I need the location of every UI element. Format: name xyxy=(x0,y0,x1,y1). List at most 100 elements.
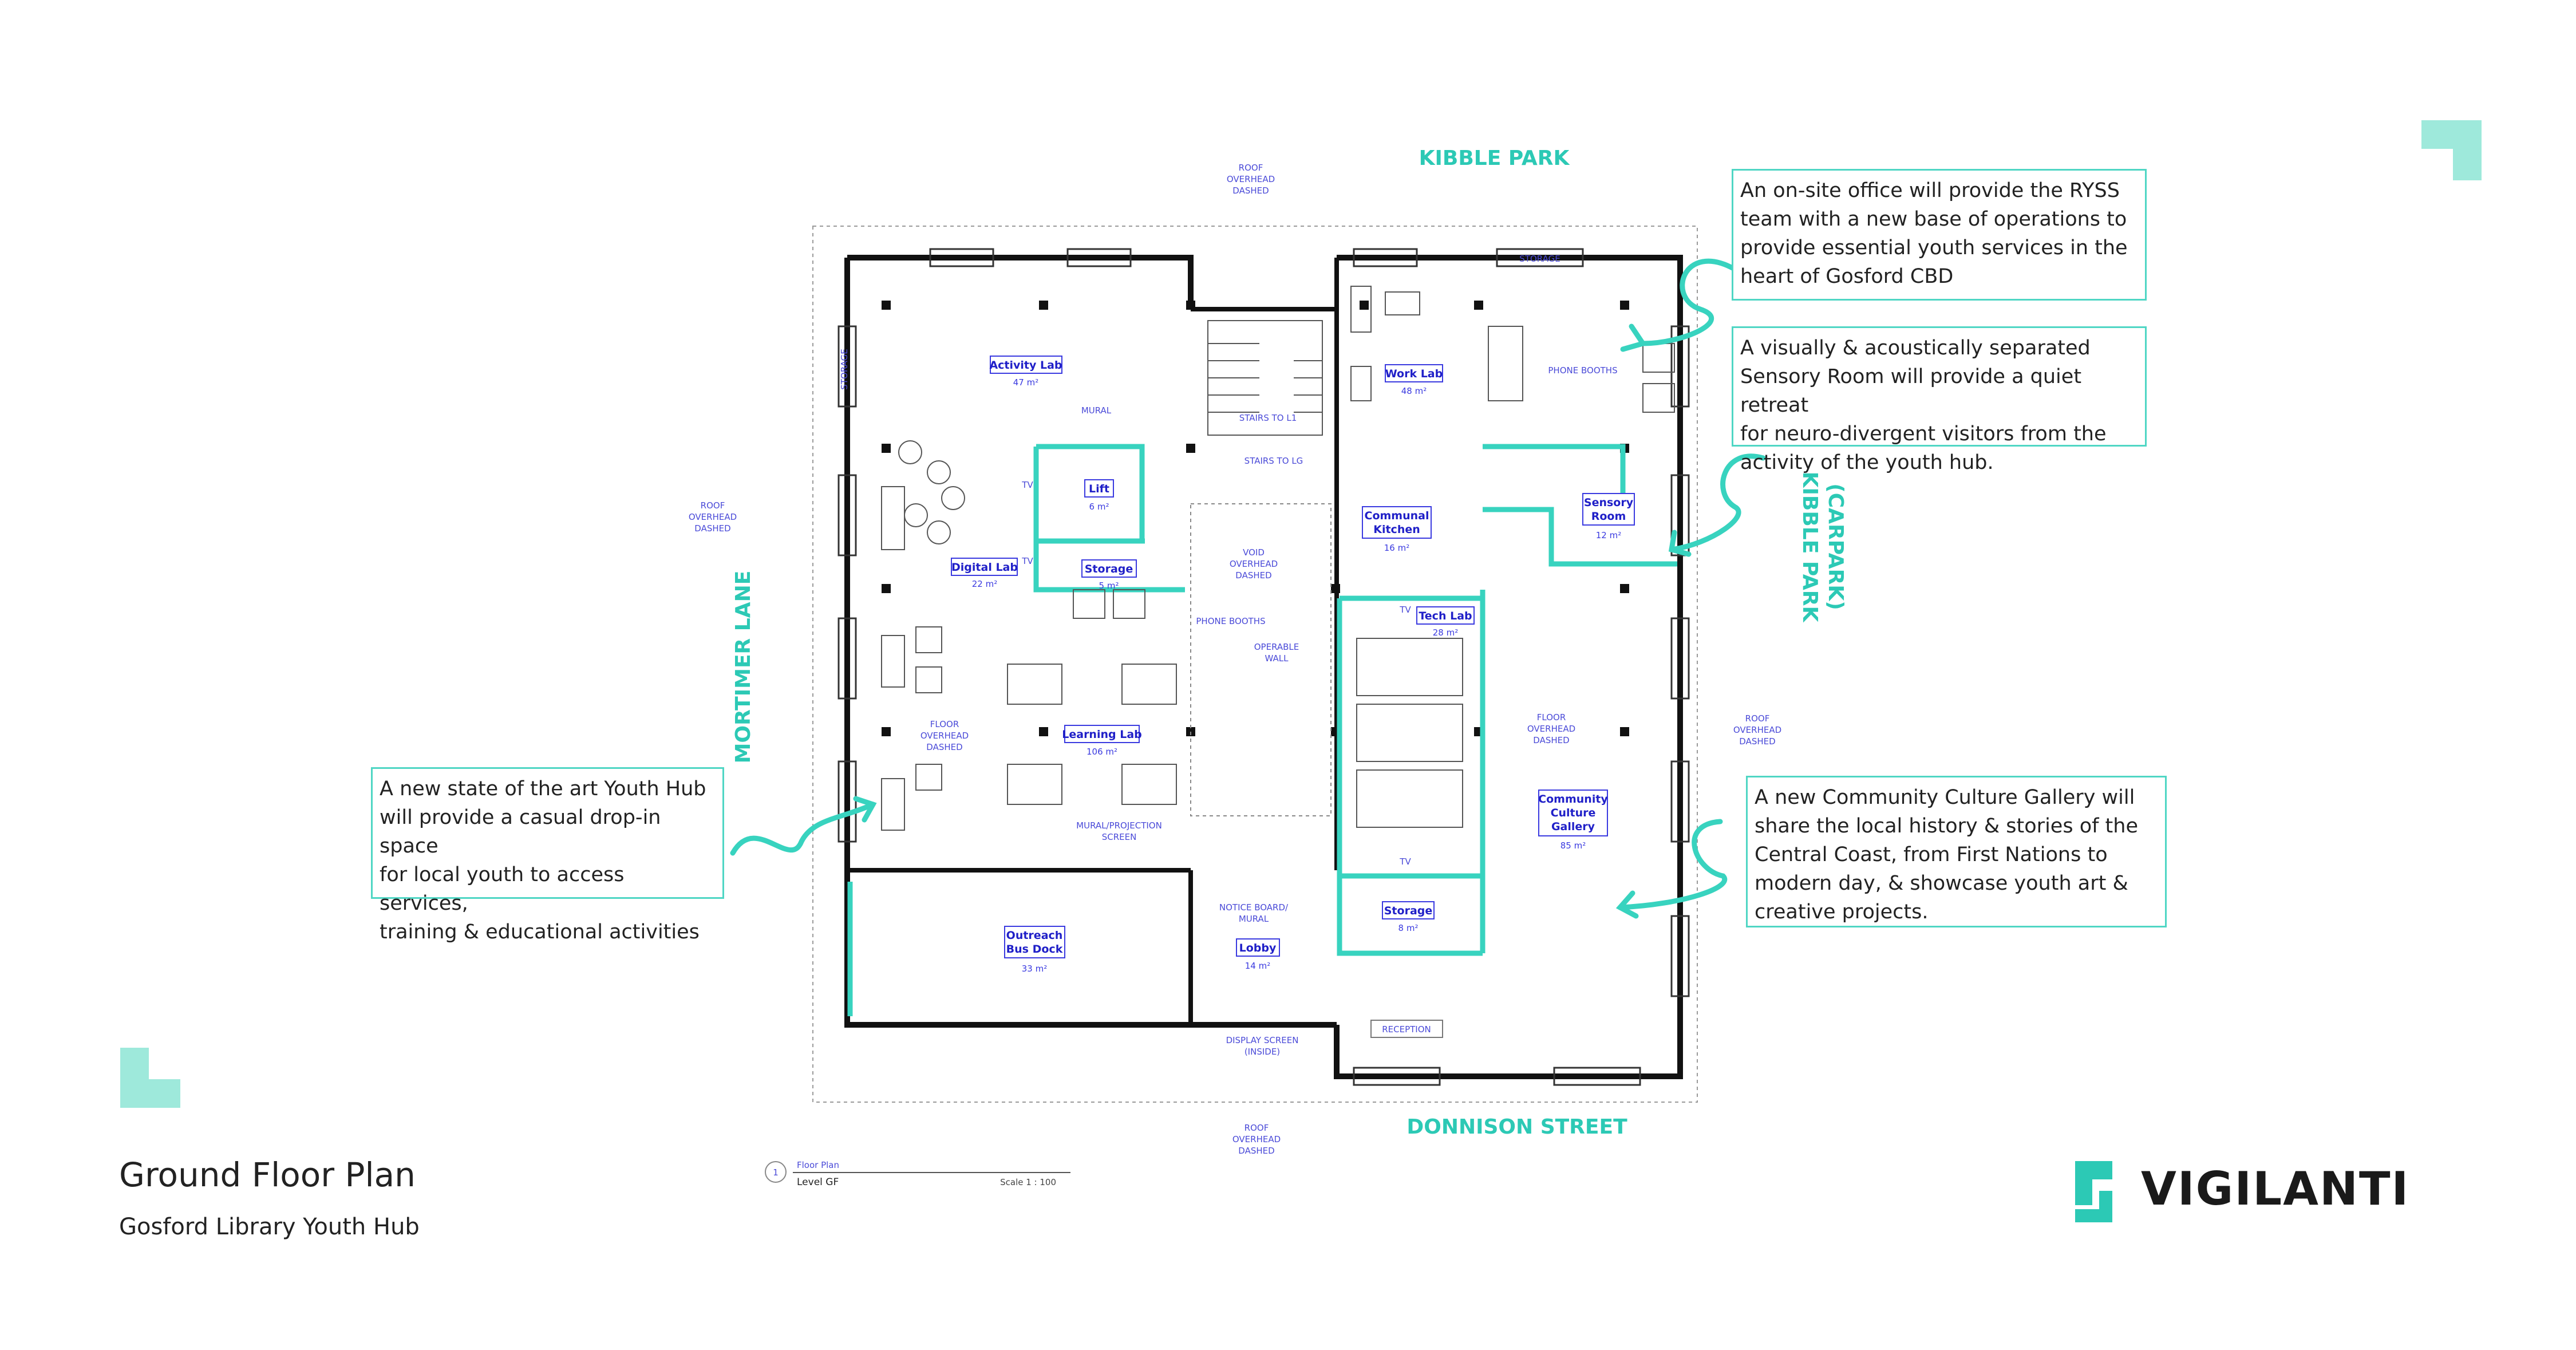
svg-text:DASHED: DASHED xyxy=(694,523,730,534)
room-community-gallery: Community Culture Gallery 85 m² xyxy=(1538,790,1608,851)
phone-booths-mid-label: PHONE BOOTHS xyxy=(1196,616,1265,626)
svg-text:14 m²: 14 m² xyxy=(1245,961,1270,971)
svg-text:ROOF: ROOF xyxy=(701,500,725,511)
room-tech-lab: Tech Lab 28 m² xyxy=(1416,606,1475,638)
windows xyxy=(837,248,1690,1086)
svg-text:1: 1 xyxy=(773,1167,779,1178)
svg-text:8 m²: 8 m² xyxy=(1398,923,1419,933)
room-digital-lab: Digital Lab 22 m² xyxy=(951,558,1018,589)
svg-text:Kitchen: Kitchen xyxy=(1373,523,1420,536)
svg-text:OVERHEAD: OVERHEAD xyxy=(1230,559,1278,569)
svg-text:SCREEN: SCREEN xyxy=(1102,832,1137,842)
svg-text:Lift: Lift xyxy=(1089,483,1109,495)
roof-label-top: ROOF OVERHEAD DASHED xyxy=(1227,163,1275,196)
stairs-lg-label: STAIRS TO LG xyxy=(1244,456,1303,466)
svg-text:Learning Lab: Learning Lab xyxy=(1062,728,1142,741)
svg-text:OVERHEAD: OVERHEAD xyxy=(1227,174,1275,184)
svg-text:Outreach: Outreach xyxy=(1006,929,1063,942)
page-subtitle: Gosford Library Youth Hub xyxy=(119,1214,420,1240)
svg-text:ROOF: ROOF xyxy=(1239,163,1263,173)
svg-text:FLOOR: FLOOR xyxy=(930,719,959,729)
callout-arrows xyxy=(730,258,1766,919)
room-lift: Lift 6 m² xyxy=(1084,479,1114,512)
street-east-line1: KIBBLE PARK xyxy=(1798,472,1822,623)
corner-bracket-bottom-left-icon xyxy=(120,1048,180,1108)
svg-text:16 m²: 16 m² xyxy=(1384,543,1409,553)
roof-label-right: ROOF OVERHEAD DASHED xyxy=(1733,713,1781,747)
reception-label: RECEPTION xyxy=(1382,1024,1431,1035)
svg-text:Activity Lab: Activity Lab xyxy=(989,359,1062,372)
svg-text:106 m²: 106 m² xyxy=(1086,747,1117,757)
room-outreach-bus-dock: Outreach Bus Dock 33 m² xyxy=(1004,926,1065,974)
svg-text:WALL: WALL xyxy=(1265,653,1289,664)
svg-text:OVERHEAD: OVERHEAD xyxy=(1733,725,1781,735)
svg-text:33 m²: 33 m² xyxy=(1022,964,1047,974)
page-title: Ground Floor Plan xyxy=(119,1155,416,1194)
interior-walls xyxy=(847,258,1339,1025)
svg-text:Sensory: Sensory xyxy=(1584,496,1634,509)
void-label: VOID OVERHEAD DASHED xyxy=(1230,547,1278,581)
svg-text:DASHED: DASHED xyxy=(926,742,962,752)
vigilanti-logo: VIGILANTI xyxy=(2141,1162,2410,1215)
arrow-gallery-icon xyxy=(1617,819,1728,910)
stairs xyxy=(1207,320,1323,436)
svg-text:Digital Lab: Digital Lab xyxy=(951,561,1018,574)
feature-walls xyxy=(847,444,1677,1016)
exterior-walls xyxy=(844,255,1683,1079)
svg-text:Level GF: Level GF xyxy=(797,1177,839,1188)
plan-label: 1 Floor Plan Level GF Scale 1 : 100 xyxy=(765,1160,1070,1188)
floor-overhead-right-label: FLOOR OVERHEAD DASHED xyxy=(1527,712,1575,745)
room-storage-small: Storage 5 m² xyxy=(1081,559,1137,591)
svg-text:85 m²: 85 m² xyxy=(1560,840,1586,851)
svg-text:VOID: VOID xyxy=(1243,547,1265,558)
svg-text:Lobby: Lobby xyxy=(1239,942,1277,954)
mural-projection-label: MURAL/PROJECTION SCREEN xyxy=(1076,820,1162,842)
svg-text:Storage: Storage xyxy=(1384,905,1433,917)
vigilanti-logo-icon xyxy=(2075,1161,2112,1222)
svg-text:DASHED: DASHED xyxy=(1232,185,1269,196)
street-south: DONNISON STREET xyxy=(1406,1115,1627,1139)
tv-label-4: TV xyxy=(1399,856,1411,867)
tv-label-2: TV xyxy=(1021,556,1033,566)
svg-text:DASHED: DASHED xyxy=(1238,1146,1274,1156)
svg-text:OVERHEAD: OVERHEAD xyxy=(920,731,969,741)
svg-text:Community: Community xyxy=(1538,793,1608,806)
svg-text:OVERHEAD: OVERHEAD xyxy=(1527,724,1575,734)
svg-text:OPERABLE: OPERABLE xyxy=(1254,642,1299,652)
svg-text:DASHED: DASHED xyxy=(1235,570,1271,581)
svg-text:(INSIDE): (INSIDE) xyxy=(1244,1047,1280,1057)
notice-board-label: NOTICE BOARD/ MURAL xyxy=(1219,902,1289,924)
svg-text:FLOOR: FLOOR xyxy=(1537,712,1566,723)
svg-text:MURAL: MURAL xyxy=(1239,914,1269,924)
phone-booths-top-label: PHONE BOOTHS xyxy=(1548,365,1617,376)
svg-text:ROOF: ROOF xyxy=(1244,1123,1269,1133)
tv-label-1: TV xyxy=(1021,480,1033,490)
room-work-lab: Work Lab 48 m² xyxy=(1385,364,1443,396)
svg-text:Gallery: Gallery xyxy=(1551,820,1595,833)
void-outline xyxy=(1190,503,1332,816)
roof-label-left: ROOF OVERHEAD DASHED xyxy=(689,500,737,534)
furniture xyxy=(881,286,1675,831)
svg-text:Work Lab: Work Lab xyxy=(1385,368,1443,380)
svg-text:22 m²: 22 m² xyxy=(972,579,997,589)
room-communal-kitchen: Communal Kitchen 16 m² xyxy=(1362,506,1432,553)
svg-text:48 m²: 48 m² xyxy=(1401,386,1427,396)
svg-text:OVERHEAD: OVERHEAD xyxy=(1232,1134,1281,1144)
room-storage-8: Storage 8 m² xyxy=(1382,901,1435,933)
svg-text:Scale 1 : 100: Scale 1 : 100 xyxy=(1000,1177,1056,1187)
svg-text:Bus Dock: Bus Dock xyxy=(1006,943,1063,956)
svg-text:OVERHEAD: OVERHEAD xyxy=(689,512,737,522)
arrow-office-icon xyxy=(1640,258,1737,346)
mural-label: MURAL xyxy=(1081,405,1112,416)
svg-text:5 m²: 5 m² xyxy=(1099,581,1119,591)
svg-text:DISPLAY SCREEN: DISPLAY SCREEN xyxy=(1226,1035,1299,1045)
svg-text:6 m²: 6 m² xyxy=(1089,502,1109,512)
room-lobby: Lobby 14 m² xyxy=(1236,938,1280,971)
stairs-l1-label: STAIRS TO L1 xyxy=(1239,413,1297,423)
street-west: MORTIMER LANE xyxy=(732,571,755,764)
svg-text:DASHED: DASHED xyxy=(1739,736,1775,747)
